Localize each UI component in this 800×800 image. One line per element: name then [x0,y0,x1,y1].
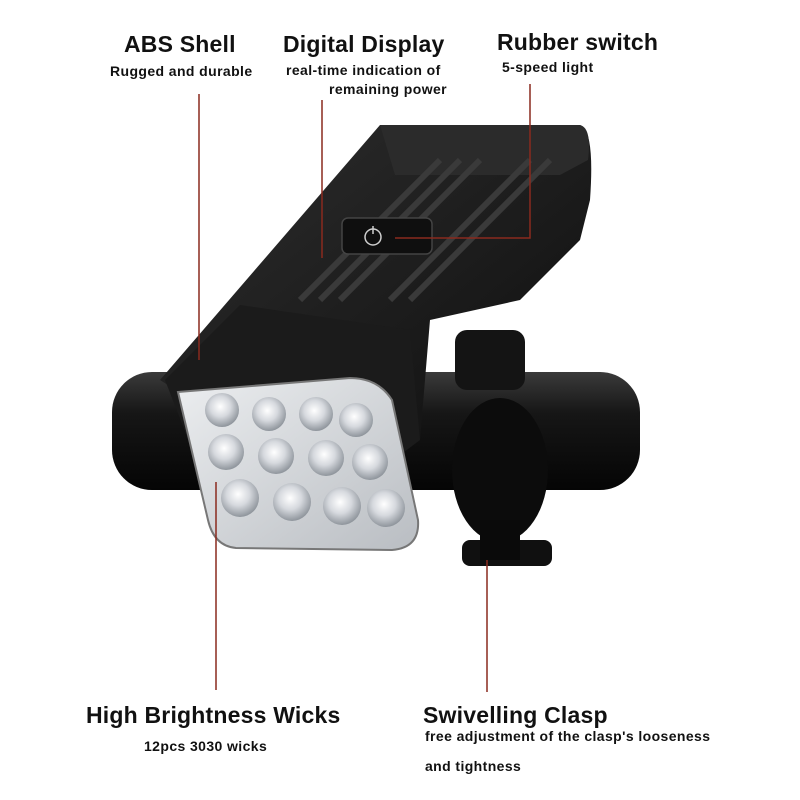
abs-shell-title: ABS Shell [124,31,236,57]
swivelling-clasp-subtitle-line1: free adjustment of the clasp's looseness [425,728,711,744]
led-face [176,376,420,552]
rubber-switch-title: Rubber switch [497,29,659,55]
high-brightness-subtitle: 12pcs 3030 wicks [144,738,268,754]
leader-rubber-switch [395,84,531,239]
rubber-switch-subtitle: 5-speed light [502,59,594,75]
swivelling-clasp-subtitle-line2: and tightness [425,758,522,774]
abs-shell-subtitle: Rugged and durable [110,63,253,79]
digital-display-title: Digital Display [283,31,445,57]
swivel-clasp [452,330,552,566]
digital-display-subtitle-line2: remaining power [329,81,448,97]
high-brightness-title: High Brightness Wicks [86,702,341,728]
swivelling-clasp-title: Swivelling Clasp [423,702,608,728]
digital-display-subtitle-line1: real-time indication of [286,62,441,78]
